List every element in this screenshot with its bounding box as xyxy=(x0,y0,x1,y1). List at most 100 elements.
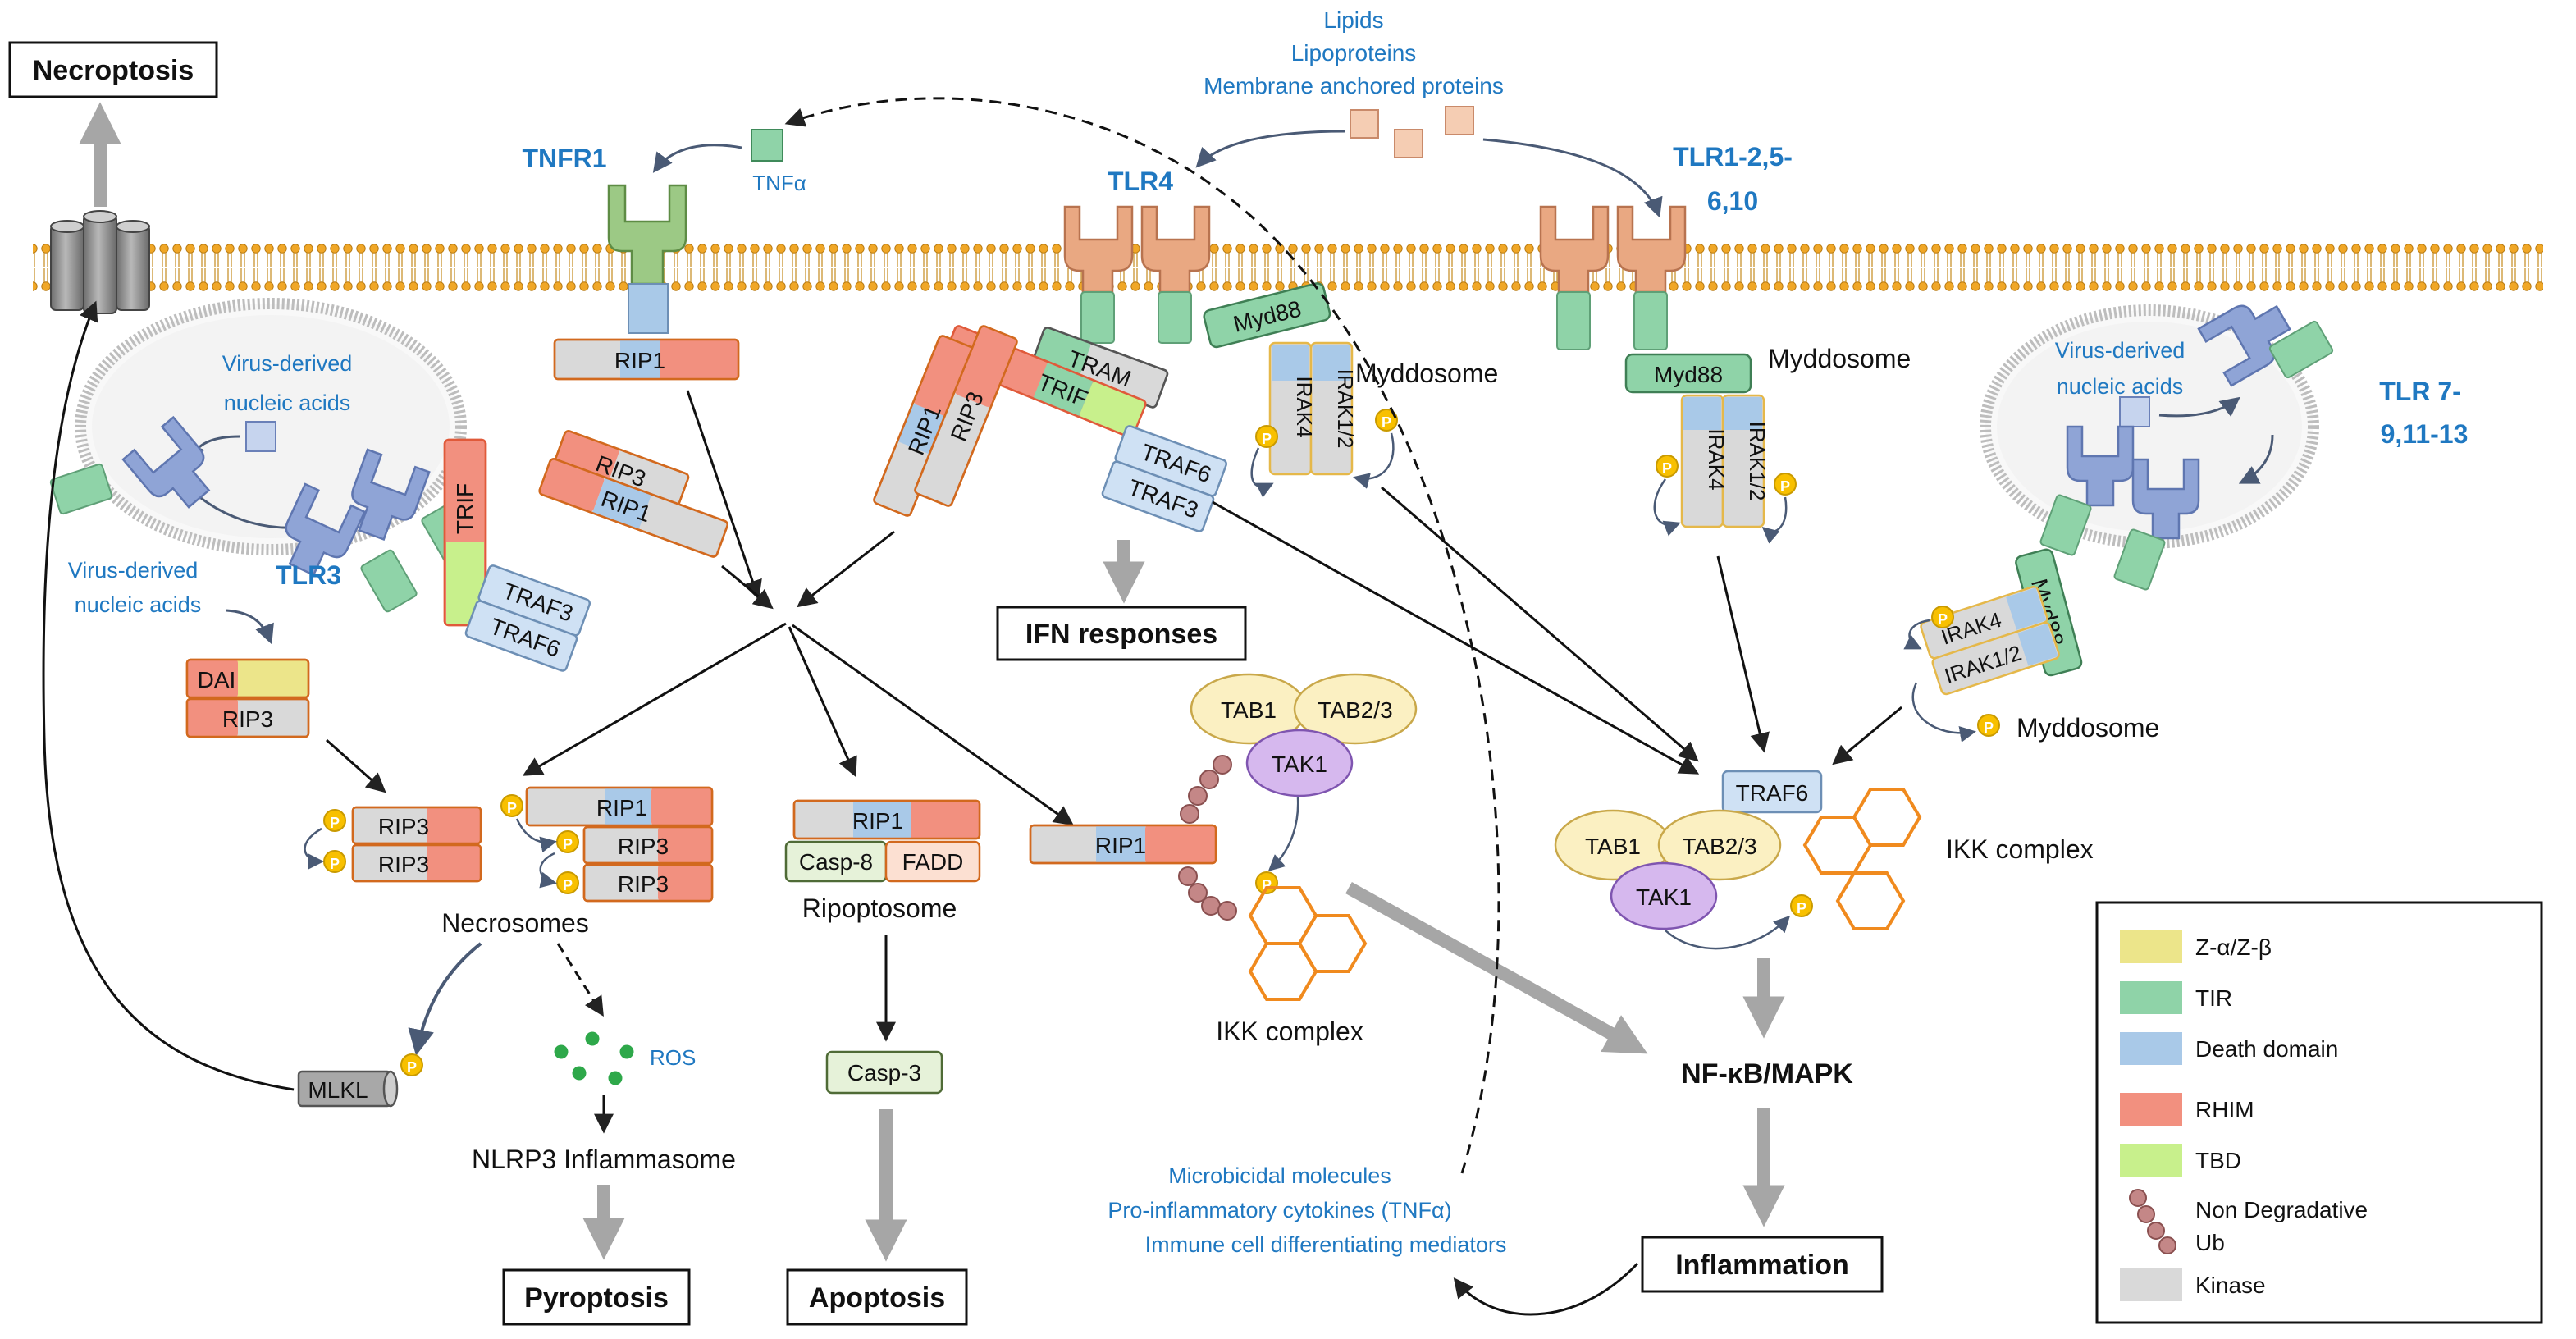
tlr7-label-b: 9,11-13 xyxy=(2381,419,2469,449)
phospho-irak-tlr1: P P xyxy=(1653,455,1797,544)
tlr1-label-b: 6,10 xyxy=(1707,186,1758,216)
ripoptosome-label: Ripoptosome xyxy=(802,893,957,923)
ubiquitin-chain-icon xyxy=(1178,755,1237,921)
legend-swatch-kinase xyxy=(2120,1268,2182,1301)
rip1-tlr3-bar: RIP1 xyxy=(538,458,728,558)
legend-swatch-death-domain xyxy=(2120,1032,2182,1065)
myddosome-label-1: Myddosome xyxy=(1355,359,1498,388)
svg-text:TAB1: TAB1 xyxy=(1221,697,1277,723)
svg-text:IRAK1/2: IRAK1/2 xyxy=(1745,422,1770,501)
tnfa-ligand-icon xyxy=(751,129,783,162)
mlkl-pore-icon xyxy=(50,210,150,314)
svg-text:RIP3: RIP3 xyxy=(618,834,669,859)
svg-text:Inflammation: Inflammation xyxy=(1675,1250,1849,1281)
phospho-irak-tlr4: P P xyxy=(1250,409,1398,498)
svg-text:P: P xyxy=(563,836,573,852)
legend-label-rhim: RHIM xyxy=(2195,1097,2254,1122)
svg-text:TAB1: TAB1 xyxy=(1585,834,1641,859)
phospho-irak-tlr7: P P xyxy=(1903,606,2000,743)
ros-dots-icon xyxy=(554,1031,634,1085)
tlr3-receptor xyxy=(49,415,478,613)
traf6-right: TRAF6 xyxy=(1721,770,1823,814)
pyroptosis-box: Pyroptosis xyxy=(502,1268,691,1326)
irak-tlr4: IRAK4 IRAK1/2 xyxy=(1268,341,1358,476)
svg-text:TRAF6: TRAF6 xyxy=(1736,780,1809,806)
nucleic-acid-cube-icon-2 xyxy=(2119,396,2150,427)
arrow-tnfa-to-tnfr1 xyxy=(652,144,742,173)
svg-text:P: P xyxy=(1780,478,1790,495)
inflammation-box: Inflammation xyxy=(1641,1236,1884,1293)
svg-text:RIP3: RIP3 xyxy=(618,871,669,897)
tlr4-label: TLR4 xyxy=(1108,167,1173,196)
necroptosis-label: Necroptosis xyxy=(33,55,194,86)
legend-label-zalpha: Z-α/Z-β xyxy=(2195,935,2272,960)
svg-text:Casp-8: Casp-8 xyxy=(799,849,873,875)
virus-nuc-1b: nucleic acids xyxy=(224,391,351,415)
tlr7-receptor xyxy=(2039,304,2334,591)
ikk-complex-icon-2 xyxy=(1802,788,1922,930)
legend-swatch-tbd xyxy=(2120,1144,2182,1177)
svg-text:TRIF: TRIF xyxy=(452,483,477,534)
tlr7-label-a: TLR 7- xyxy=(2379,377,2461,406)
svg-text:RIP3: RIP3 xyxy=(378,814,429,839)
myd88-tlr1: Myd88 xyxy=(1624,353,1752,394)
svg-text:DAI: DAI xyxy=(198,667,236,692)
svg-text:RIP1: RIP1 xyxy=(596,795,647,820)
output-1-label: Microbicidal molecules xyxy=(1168,1163,1391,1188)
output-3-label: Immune cell differentiating mediators xyxy=(1145,1232,1507,1257)
traf3-traf6-tlr3: TRAF3 TRAF6 xyxy=(464,564,591,672)
svg-text:TAB2/3: TAB2/3 xyxy=(1318,697,1392,723)
legend-swatch-tir xyxy=(2120,981,2182,1014)
virus-nuc-3a: Virus-derived xyxy=(68,558,199,583)
virus-nuc-1a: Virus-derived xyxy=(222,351,353,376)
tnfa-label: TNFα xyxy=(752,171,806,195)
tab-tak1-complex-2: TAB1 TAB2/3 TAK1 xyxy=(1554,809,1782,930)
arrow-ligand-to-tlr4 xyxy=(1195,130,1346,168)
ikk-label-1: IKK complex xyxy=(1216,1017,1363,1046)
tlr3-label: TLR3 xyxy=(276,560,341,590)
svg-text:Apoptosis: Apoptosis xyxy=(809,1282,945,1314)
svg-text:P: P xyxy=(1382,414,1391,431)
ikk-label-2: IKK complex xyxy=(1946,834,2094,864)
necroptosis-box: Necroptosis xyxy=(8,41,218,98)
svg-text:P: P xyxy=(1984,720,1994,736)
tlr1-label-a: TLR1-2,5- xyxy=(1673,142,1793,171)
legend-swatch-ub-icon xyxy=(2129,1189,2176,1254)
legend-label-ub-b: Ub xyxy=(2195,1230,2225,1255)
svg-text:TAB2/3: TAB2/3 xyxy=(1682,834,1756,859)
ros-label: ROS xyxy=(650,1045,696,1070)
tnfr1-receptor xyxy=(607,184,687,334)
svg-text:Casp-3: Casp-3 xyxy=(847,1060,921,1085)
svg-text:RIP1: RIP1 xyxy=(614,348,665,373)
output-2-label: Pro-inflammatory cytokines (TNFα) xyxy=(1108,1198,1451,1222)
rip1-tnfr1-bar: RIP1 xyxy=(553,338,740,381)
svg-text:P: P xyxy=(407,1059,417,1076)
lipoproteins-label: Lipoproteins xyxy=(1291,40,1417,66)
svg-text:IRAK4: IRAK4 xyxy=(1704,428,1729,490)
rip3-tlr4-bar: RIP3 xyxy=(914,325,1018,507)
legend-swatch-rhim xyxy=(2120,1093,2182,1126)
legend-swatch-zalpha xyxy=(2120,930,2182,963)
legend-label-tbd: TBD xyxy=(2195,1148,2241,1173)
irak-tlr1: IRAK4 IRAK1/2 xyxy=(1680,394,1770,528)
svg-text:P: P xyxy=(1662,460,1672,477)
nfkb-label: NF-κB/MAPK xyxy=(1681,1058,1853,1090)
nlrp3-label: NLRP3 Inflammasome xyxy=(472,1145,736,1174)
dai-bar: DAI xyxy=(185,658,310,699)
svg-text:P: P xyxy=(507,800,517,816)
rip3-tlr3-bar: RIP3 xyxy=(553,430,690,510)
arrow-ligand-to-tlr1 xyxy=(1482,138,1663,218)
svg-text:TAK1: TAK1 xyxy=(1272,752,1327,777)
phospho-ikk-2 xyxy=(1790,894,1813,917)
nucleic-acid-cube-icon-1 xyxy=(245,421,276,452)
plasma-membrane xyxy=(33,243,2543,292)
ifn-responses-box: IFN responses xyxy=(996,606,1247,661)
svg-text:FADD: FADD xyxy=(902,849,964,875)
virus-nuc-2b: nucleic acids xyxy=(2057,374,2184,399)
svg-text:RIP3: RIP3 xyxy=(222,706,273,732)
tnfr1-label: TNFR1 xyxy=(522,144,606,173)
tab-tak1-complex-1: TAB1 TAB2/3 TAK1 xyxy=(1190,673,1418,797)
ikk-complex-icon-1 xyxy=(1248,886,1368,1001)
svg-text:P: P xyxy=(330,856,340,872)
